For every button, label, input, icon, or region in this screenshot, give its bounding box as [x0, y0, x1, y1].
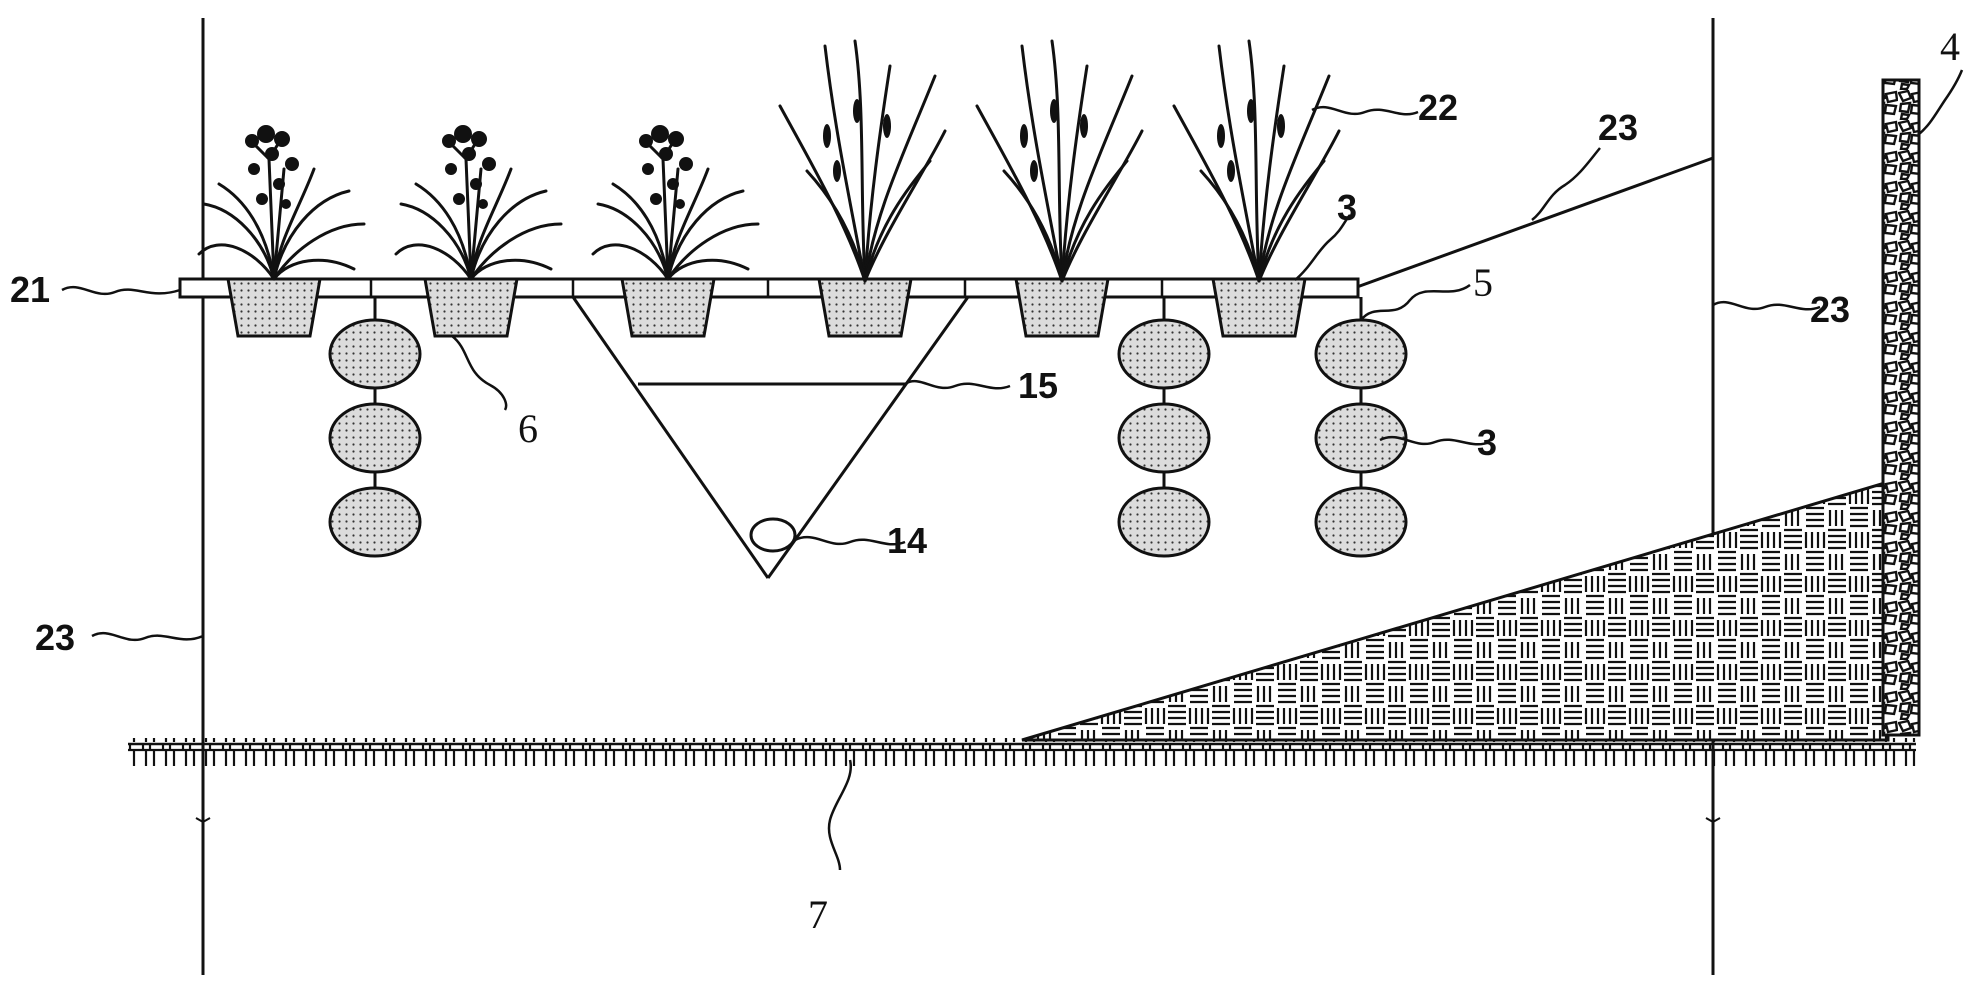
label-5: 5	[1473, 260, 1493, 305]
board-joints	[369, 279, 1164, 297]
pot-5	[1014, 277, 1110, 338]
reed-plant-1	[778, 39, 947, 283]
label-15: 15	[1018, 365, 1058, 406]
pot-3	[620, 277, 716, 338]
label-3-mid: 3	[1477, 422, 1497, 463]
filler-chain-right	[1314, 297, 1408, 558]
flower-plant-2	[394, 125, 563, 281]
planting-pots	[226, 277, 1307, 338]
label-23-top: 23	[1598, 107, 1638, 148]
leader-lines	[61, 69, 1964, 871]
label-23-right: 23	[1810, 289, 1850, 330]
pot-4	[817, 277, 913, 338]
label-23-left: 23	[35, 617, 75, 658]
label-3-top: 3	[1337, 187, 1357, 228]
leader-23-left	[91, 631, 204, 642]
label-6: 6	[518, 406, 538, 451]
label-22: 22	[1418, 87, 1458, 128]
filler-chain-middle	[1117, 297, 1211, 558]
pot-2	[423, 277, 519, 338]
leader-5	[1360, 283, 1471, 321]
leader-7	[827, 759, 853, 871]
flower-plant-1	[197, 125, 366, 281]
leader-14	[794, 535, 906, 546]
flower-plant-3	[591, 125, 760, 281]
pot-1	[226, 277, 322, 338]
leader-15	[904, 379, 1011, 390]
leader-3-mid	[1379, 435, 1491, 446]
label-4: 4	[1940, 24, 1960, 69]
leader-21	[61, 285, 181, 296]
stone-wall	[1881, 78, 1921, 737]
leader-23-top	[1531, 147, 1601, 221]
label-7: 7	[808, 892, 828, 937]
triangle-frame	[571, 296, 970, 579]
leader-22	[1311, 105, 1419, 116]
leader-6	[451, 335, 508, 411]
left-break-mark	[195, 817, 211, 824]
leader-23-right	[1712, 300, 1821, 311]
upper-slope-line	[1356, 156, 1714, 289]
right-break-mark	[1705, 817, 1721, 824]
ground-layer	[128, 738, 1916, 768]
filler-chain-left	[328, 297, 422, 558]
label-21: 21	[10, 269, 50, 310]
leader-4	[1917, 69, 1964, 136]
leader-3-top	[1294, 214, 1351, 281]
aeration-ball	[749, 517, 797, 553]
pot-6	[1211, 277, 1307, 338]
label-14: 14	[887, 520, 927, 561]
reed-plant-3	[1172, 39, 1341, 283]
reed-plant-2	[975, 39, 1144, 283]
